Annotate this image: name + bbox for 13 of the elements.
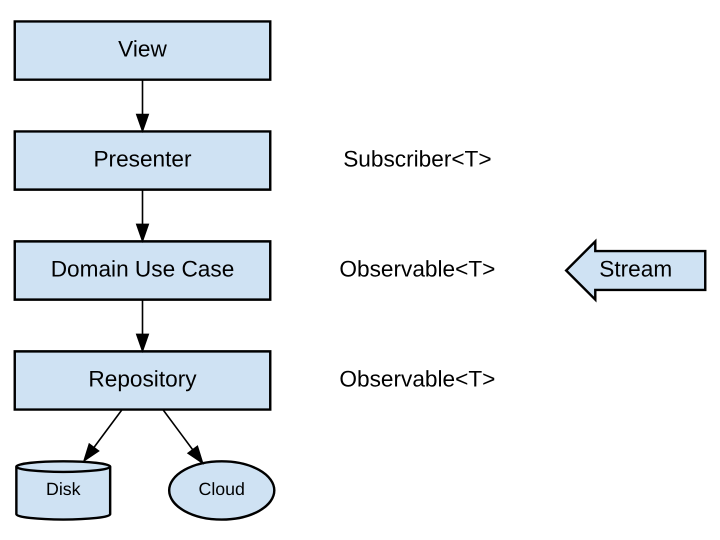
arrow <box>136 190 150 243</box>
node-box: Presenter <box>14 130 272 190</box>
node-box: Domain Use Case <box>14 240 272 300</box>
node-box: Repository <box>14 350 272 410</box>
arrow <box>82 409 122 462</box>
arrow <box>136 80 150 133</box>
arrow <box>162 409 204 464</box>
label: Observable<T> <box>339 366 496 391</box>
label: Observable<T> <box>339 256 496 281</box>
arrow <box>136 300 150 353</box>
label: Subscriber<T> <box>343 146 492 172</box>
node-ellipse: Cloud <box>168 460 276 520</box>
node-box: View <box>14 20 272 80</box>
